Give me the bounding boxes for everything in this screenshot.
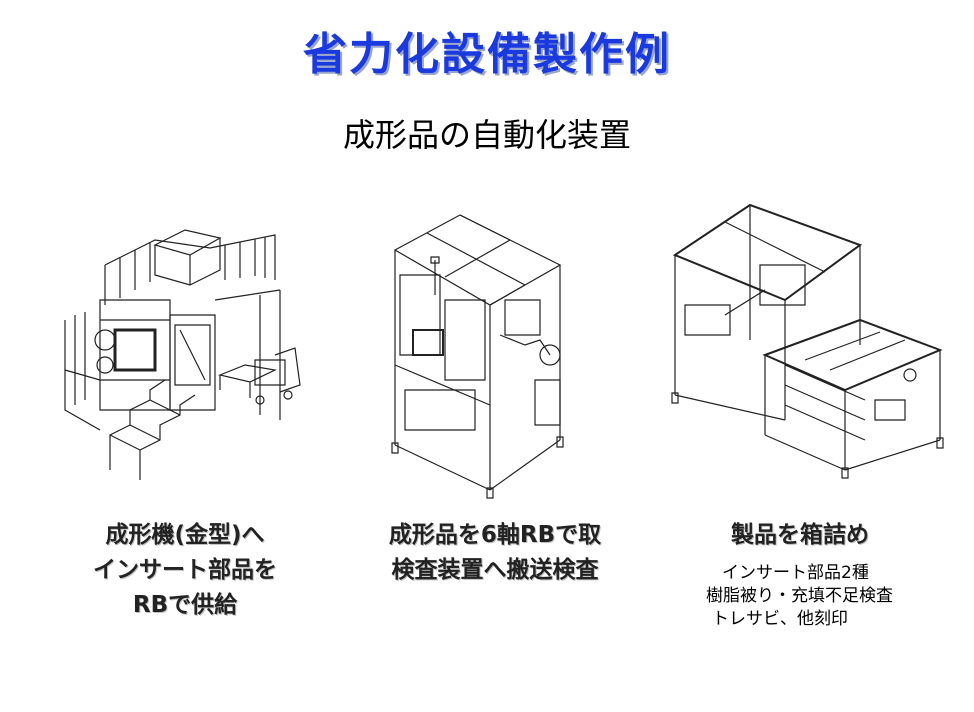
machine-2-caption: 成形品を6軸RBで取 検査装置へ搬送検査	[355, 518, 635, 588]
page-title: 省力化設備製作例	[303, 29, 671, 80]
detail-line: 樹脂被り・充填不足検査	[706, 586, 893, 606]
detail-line: トレサビ、他刻印	[712, 609, 848, 629]
caption-line: 検査装置へ搬送検査	[391, 557, 599, 583]
caption-line: インサート部品を	[93, 557, 277, 583]
caption-line: 製品を箱詰め	[731, 522, 869, 548]
inspection-machine-drawing	[375, 205, 585, 505]
caption-line: 成形機(金型)へ	[105, 522, 265, 548]
machine-3-caption: 製品を箱詰め	[700, 518, 900, 553]
caption-line: RBで供給	[132, 592, 238, 618]
machine-3-details: インサート部品2種 樹脂被り・充填不足検査 トレサビ、他刻印	[700, 562, 940, 631]
caption-line: 成形品を6軸RBで取	[388, 522, 602, 548]
boxing-machine-drawing	[665, 200, 945, 480]
detail-line: インサート部品2種	[722, 563, 869, 583]
molding-machine-drawing	[60, 220, 310, 490]
page-subtitle: 成形品の自動化装置	[342, 116, 631, 154]
machine-1-caption: 成形機(金型)へ インサート部品を RBで供給	[60, 518, 310, 623]
